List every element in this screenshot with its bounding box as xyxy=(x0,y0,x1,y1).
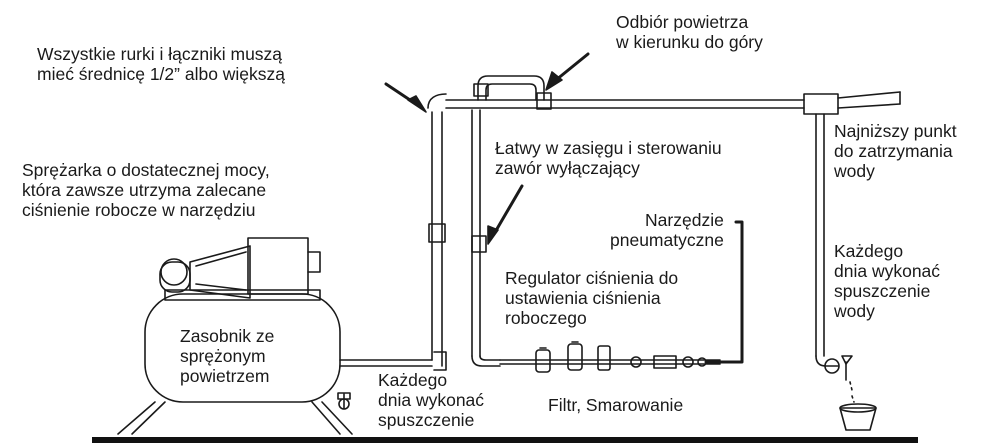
pneumatic-tool-label: Narzędzie pneumatyczne xyxy=(610,210,724,250)
pipes-note-label: Wszystkie rurki i łączniki muszą mieć śr… xyxy=(37,44,285,84)
shutoff-valve xyxy=(471,235,487,253)
frl-line xyxy=(499,220,744,373)
lowest-point-fitting xyxy=(803,93,839,115)
riser-fitting xyxy=(428,223,446,243)
pressure-regulator-line-2: ustawienia ciśnienia xyxy=(505,288,661,308)
left-riser-pipe xyxy=(427,93,447,371)
lowest-point-line-2: do zatrzymania xyxy=(834,141,953,161)
lowest-point-line-1: Najniższy punkt xyxy=(834,121,957,141)
shutoff-valve-line-1: Łatwy w zasięgu i sterowaniu xyxy=(495,138,722,158)
tank-line-1: Zasobnik ze xyxy=(180,326,275,346)
drain-daily-bottom-line-2: dnia wykonać xyxy=(378,390,485,410)
floor xyxy=(92,437,918,443)
take-off-tee xyxy=(536,92,552,110)
lubricator xyxy=(597,345,611,371)
air-compressor xyxy=(117,237,433,435)
pneumatic-tool-line-1: Narzędzie xyxy=(645,210,724,230)
air-tank xyxy=(144,293,341,403)
drain-daily-right-line-1: Każdego xyxy=(834,241,904,261)
regulator xyxy=(535,349,551,373)
shutoff-valve-label: Łatwy w zasięgu i sterowaniu zawór wyłąc… xyxy=(495,138,722,178)
tank-line-3: powietrzem xyxy=(180,366,270,386)
filter-lubrication-text: Filtr, Smarowanie xyxy=(548,395,684,415)
air-take-off-label: Odbiór powietrza w kierunku do góry xyxy=(616,12,763,52)
pressure-regulator-line-1: Regulator ciśnienia do xyxy=(505,268,679,288)
pneumatic-tool-line-2: pneumatyczne xyxy=(610,230,724,250)
compressor-line-2: która zawsze utrzyma zalecane xyxy=(22,180,267,200)
bucket xyxy=(839,407,877,431)
drain-daily-right-label: Każdego dnia wykonać spuszczenie wody xyxy=(834,241,940,321)
drain-daily-right-line-2: dnia wykonać xyxy=(834,261,941,281)
shutoff-valve-line-2: zawór wyłączający xyxy=(495,158,640,178)
air-take-off-line-1: Odbiór powietrza xyxy=(616,12,749,32)
quick-coupler xyxy=(653,355,677,369)
arrow-air-take-off xyxy=(545,71,563,91)
right-drop-leg xyxy=(803,91,901,431)
tank-line-2: sprężonym xyxy=(180,346,266,366)
electric-motor xyxy=(247,237,309,295)
motor-platform xyxy=(164,289,321,301)
arrow-shutoff-valve xyxy=(487,225,499,245)
pipes-note-line-2: mieć średnicę 1/2” albo większą xyxy=(37,64,286,84)
arrow-pipes-note xyxy=(407,95,427,113)
elbow-bottom-left xyxy=(433,351,447,371)
lowest-point-line-3: wody xyxy=(834,161,875,181)
callout-arrows xyxy=(384,52,590,245)
tank-label: Zasobnik ze sprężonym powietrzem xyxy=(180,326,274,386)
compressor-line-1: Sprężarka o dostatecznej mocy, xyxy=(22,160,270,180)
air-take-off-loop xyxy=(471,75,552,367)
drain-valve-right xyxy=(824,358,840,374)
drive-belt xyxy=(189,245,251,299)
drain-daily-bottom-label: Każdego dnia wykonać spuszczenie xyxy=(378,370,484,430)
pressure-regulator-line-3: roboczego xyxy=(505,308,587,328)
water-drip xyxy=(849,381,855,403)
main-air-line xyxy=(445,99,805,109)
tool-hose xyxy=(704,220,744,364)
drain-daily-right-line-3: spuszczenie xyxy=(834,281,931,301)
compressor-line-3: ciśnienie robocze w narzędziu xyxy=(22,200,256,220)
pressure-regulator-label: Regulator ciśnienia do ustawienia ciśnie… xyxy=(505,268,678,328)
pipes-note-line-1: Wszystkie rurki i łączniki muszą xyxy=(37,44,283,64)
tank-leg-right xyxy=(321,401,353,435)
drain-daily-bottom-line-1: Każdego xyxy=(378,370,448,390)
elbow-top-left xyxy=(427,93,447,109)
filter-lubrication-label: Filtr, Smarowanie xyxy=(548,395,683,415)
filter xyxy=(567,343,583,371)
drain-daily-bottom-line-3: spuszczenie xyxy=(378,410,475,430)
drain-daily-right-line-4: wody xyxy=(834,301,875,321)
tank-leg-left xyxy=(117,401,156,435)
pump-flywheel xyxy=(160,258,188,286)
compressor-label: Sprężarka o dostatecznej mocy, która zaw… xyxy=(22,160,270,220)
air-take-off-line-2: w kierunku do góry xyxy=(616,32,763,52)
coupler-1 xyxy=(630,356,642,368)
lowest-point-label: Najniższy punkt do zatrzymania wody xyxy=(834,121,957,181)
